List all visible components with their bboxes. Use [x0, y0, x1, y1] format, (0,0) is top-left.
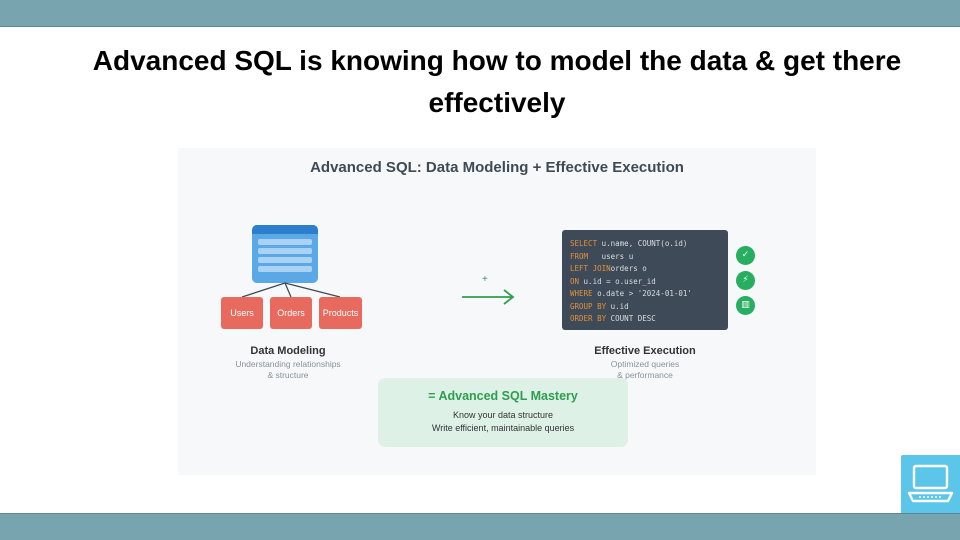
arrow-right-icon	[462, 289, 515, 305]
relationship-line	[284, 282, 341, 298]
mastery-line: Know your data structure	[452, 410, 554, 420]
code-text: u.id	[610, 301, 629, 311]
entity-users: Users	[221, 297, 263, 329]
database-row	[258, 239, 312, 245]
code-line: ON u.id = o.user_id	[570, 276, 728, 289]
checkmark-icon: ✓	[736, 246, 755, 265]
database-table-icon	[252, 225, 318, 283]
relationship-lines	[241, 282, 341, 298]
code-line: FROM users u	[570, 251, 728, 264]
code-line: WHERE o.date > '2024-01-01'	[570, 288, 728, 301]
data-modeling-caption: Data Modeling	[250, 345, 326, 357]
code-line: SELECT u.name, COUNT(o.id)	[570, 238, 728, 251]
code-keyword: FROM	[570, 251, 593, 261]
lightning-icon: ⚡	[736, 271, 755, 290]
code-keyword: WHERE	[570, 289, 598, 298]
code-text: u.name, COUNT(o.id)	[601, 239, 688, 248]
top-bar	[0, 0, 960, 27]
laptop-icon	[907, 464, 954, 503]
code-keyword: GROUP BY	[570, 301, 611, 311]
slide-title: Advanced SQL is knowing how to model the…	[92, 45, 902, 118]
code-keyword: SELECT	[570, 239, 602, 248]
caption-line: & performance	[617, 370, 673, 380]
entity-orders: Orders	[270, 297, 312, 329]
database-row	[258, 266, 312, 272]
sql-code-panel: SELECT u.name, COUNT(o.id) FROM users u …	[562, 230, 728, 330]
entity-products: Products	[319, 297, 362, 329]
mastery-result-box: = Advanced SQL Mastery Know your data st…	[378, 378, 628, 447]
diagram-title: Advanced SQL: Data Modeling + Effective …	[310, 159, 684, 176]
code-line: ORDER BY COUNT DESC	[570, 313, 728, 326]
code-line: GROUP BY u.id	[570, 301, 728, 314]
code-text: orders o	[610, 264, 647, 273]
mastery-title: = Advanced SQL Mastery	[428, 389, 578, 403]
bottom-bar	[0, 513, 960, 540]
relationship-line	[241, 282, 286, 298]
code-keyword: LEFT JOIN	[570, 264, 611, 273]
data-modeling-subtext: Understanding relationships & structure	[218, 359, 358, 381]
database-row	[258, 248, 312, 254]
code-text: u.id = o.user_id	[583, 276, 656, 286]
database-row	[258, 257, 312, 263]
effective-execution-caption: Effective Execution	[594, 345, 696, 357]
code-keyword: ON	[570, 276, 584, 286]
code-text: users u	[592, 251, 634, 261]
diagram-figure: Advanced SQL: Data Modeling + Effective …	[178, 148, 816, 475]
relationship-line	[284, 282, 292, 298]
caption-line: Optimized queries	[610, 359, 680, 369]
laptop-nav-button[interactable]	[901, 455, 960, 513]
caption-line: & structure	[267, 370, 309, 380]
code-keyword: ORDER BY	[570, 314, 611, 323]
code-line: LEFT JOINorders o	[570, 263, 728, 276]
code-text: o.date > '2024-01-01'	[597, 289, 692, 298]
database-header	[252, 225, 318, 234]
bar-chart-icon: ▥	[736, 296, 755, 315]
effective-execution-subtext: Optimized queries & performance	[575, 359, 715, 381]
code-text: COUNT DESC	[610, 314, 656, 323]
plus-sign: +	[482, 274, 488, 285]
caption-line: Understanding relationships	[235, 359, 341, 369]
mastery-line: Write efficient, maintainable queries	[431, 423, 575, 433]
